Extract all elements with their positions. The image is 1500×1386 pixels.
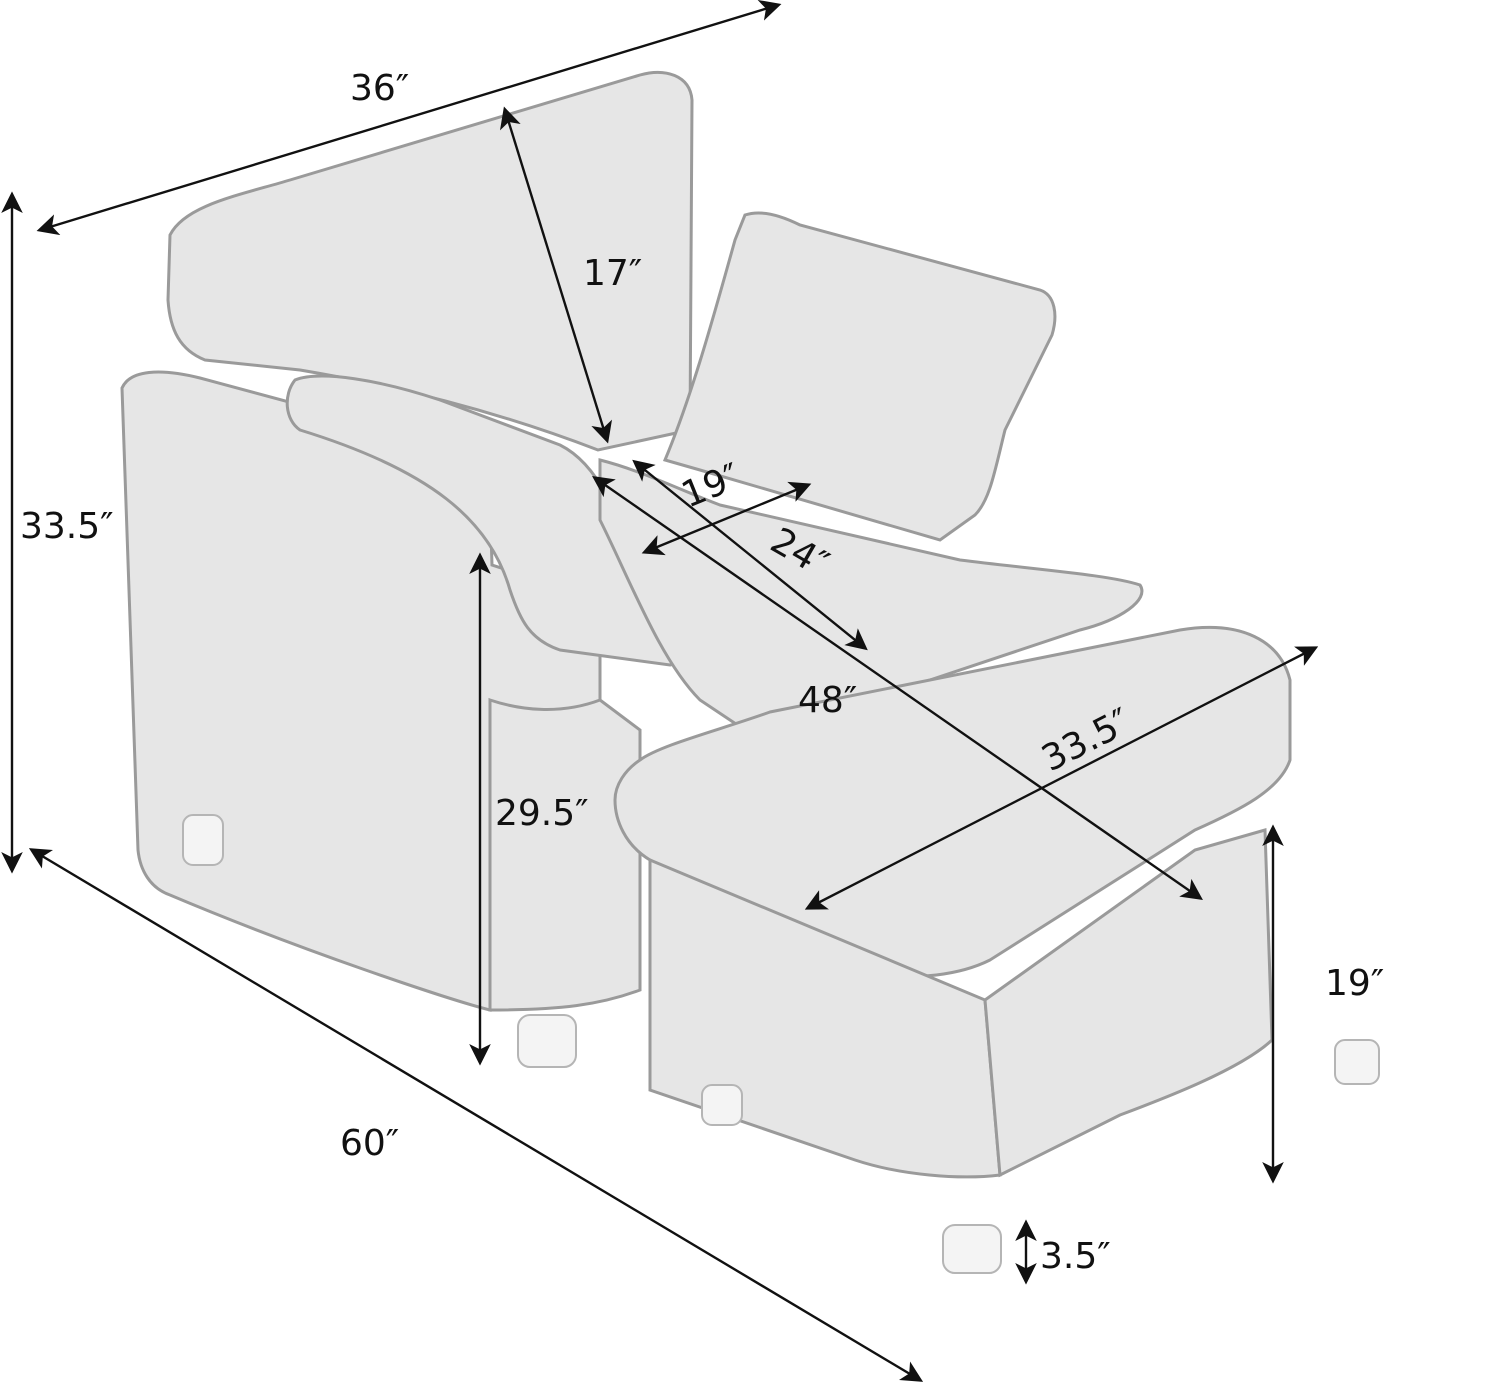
dimension-labels: 36″ 33.5″ 17″ 19″ 24″ 48″ 33.5″ 29.5″ 60… xyxy=(20,68,1384,1277)
label-total-height: 33.5″ xyxy=(20,506,114,547)
leg xyxy=(1334,1039,1380,1085)
arrow-total-width xyxy=(36,0,782,236)
leg xyxy=(182,814,224,866)
dimension-arrows xyxy=(1,0,1319,1382)
label-leg-height: 3.5″ xyxy=(1040,1236,1111,1277)
leg xyxy=(517,1014,577,1068)
label-arm-height: 29.5″ xyxy=(495,793,589,834)
arrow-backrest-height xyxy=(499,106,613,444)
label-total-length: 60″ xyxy=(340,1123,399,1164)
chair-front-lower xyxy=(488,697,642,1012)
leg xyxy=(701,1084,743,1126)
label-backrest-height: 17″ xyxy=(583,253,642,294)
label-chaise-depth: 48″ xyxy=(798,680,857,721)
label-total-width: 36″ xyxy=(350,68,409,109)
label-ottoman-height: 19″ xyxy=(1325,963,1384,1004)
chair-illustration xyxy=(120,70,1380,1274)
leg xyxy=(942,1224,1002,1274)
arrow-total-length xyxy=(28,848,924,1382)
